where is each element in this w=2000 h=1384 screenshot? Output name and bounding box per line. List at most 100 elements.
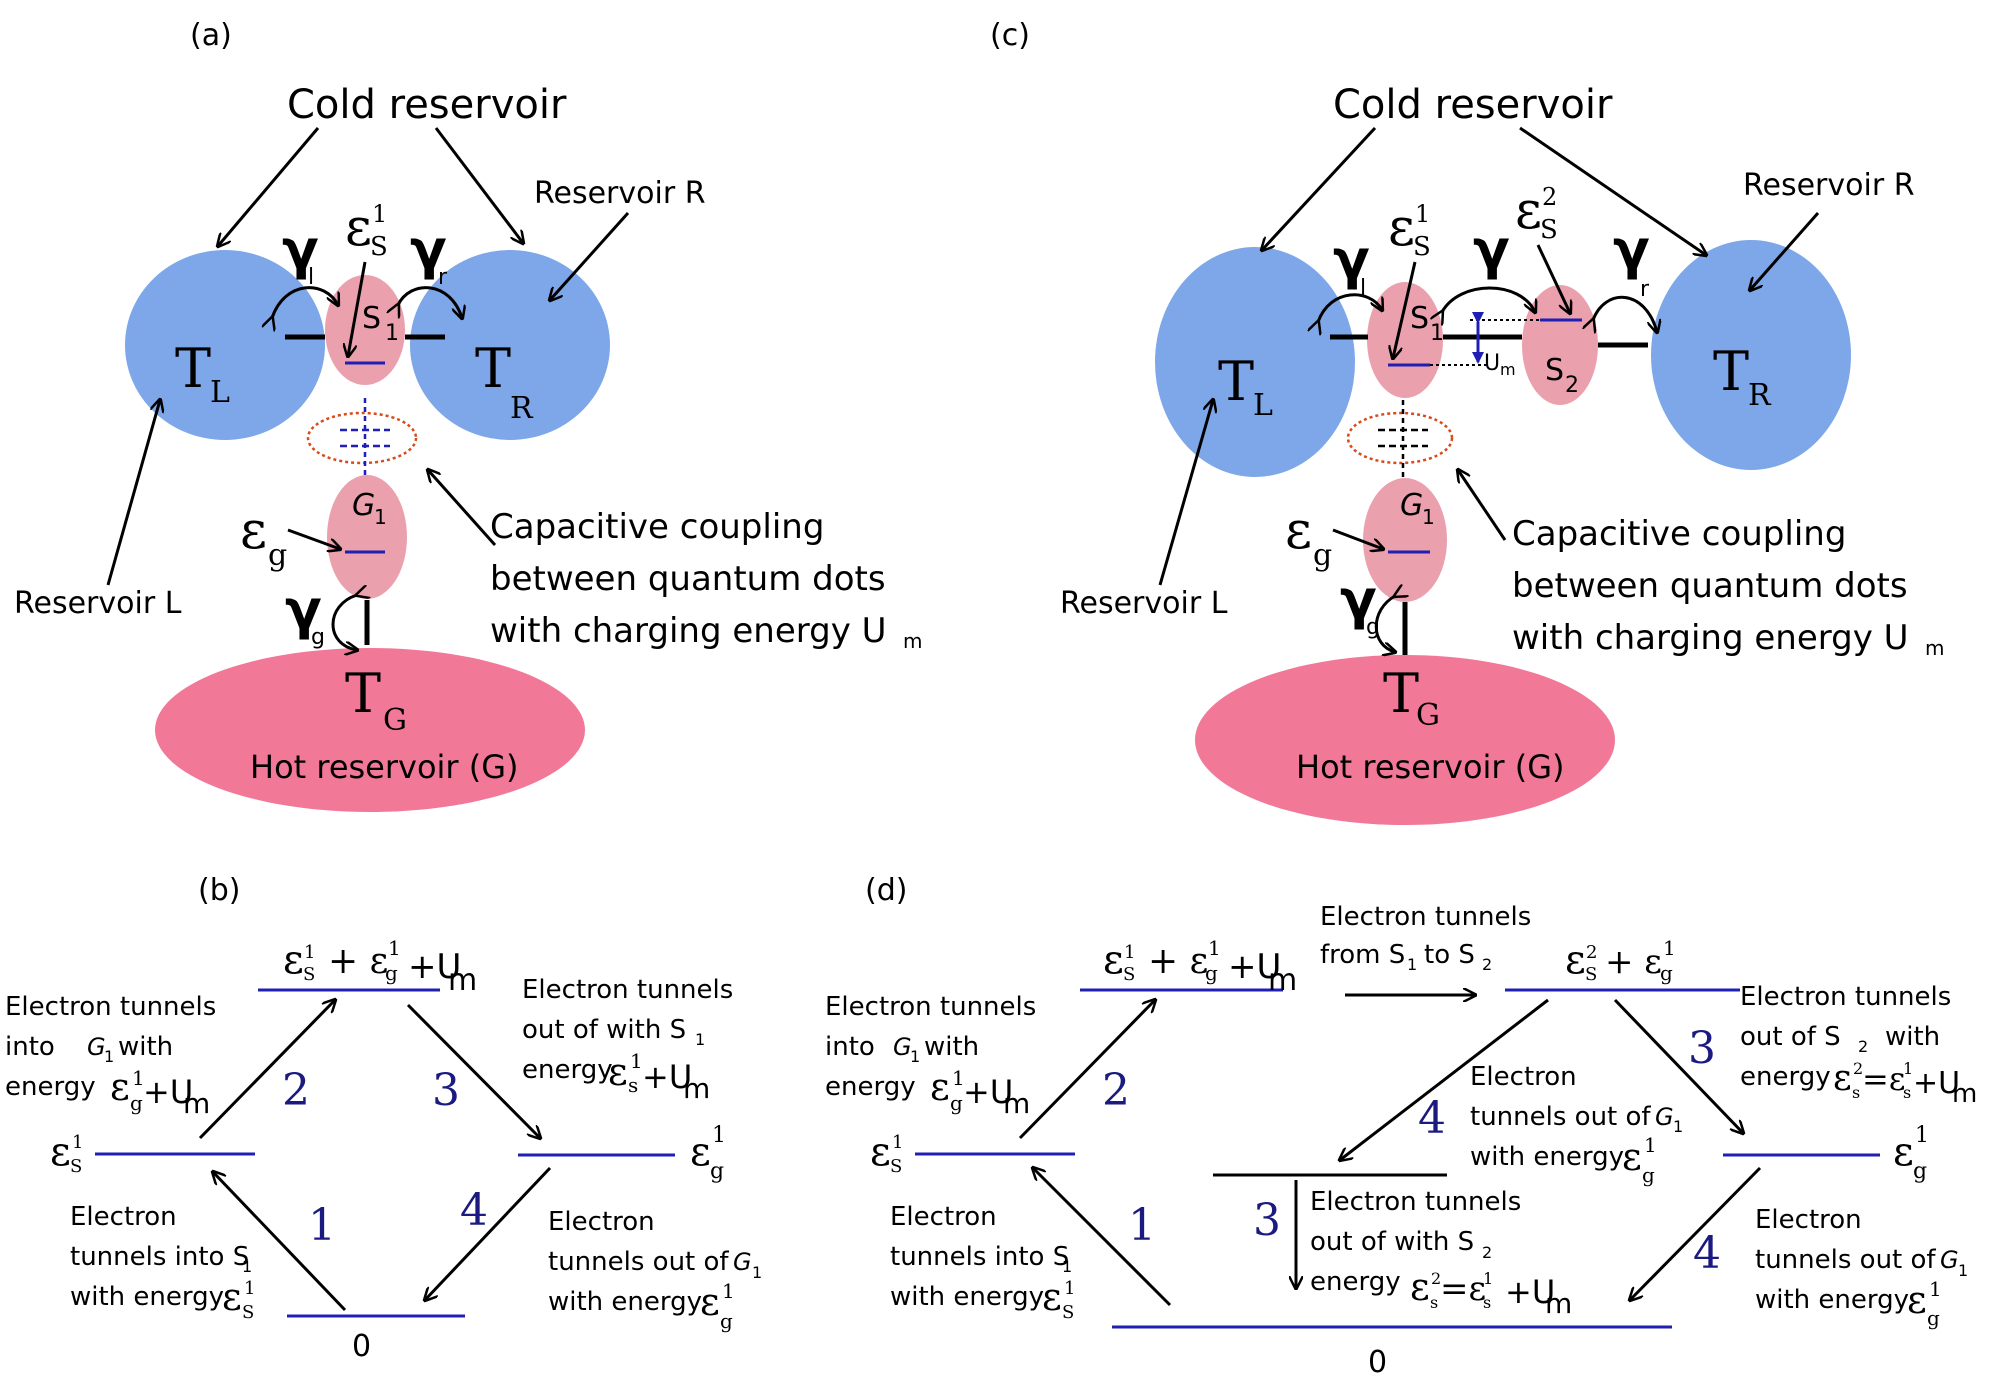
- t1-line3-b: with energy: [70, 1282, 224, 1312]
- gamma-l-sub: l: [308, 265, 314, 290]
- eps-g-arrow: [287, 528, 340, 549]
- arrow-3a-d: [1613, 998, 1743, 1133]
- t1-line2-d: tunnels into S: [890, 1242, 1069, 1272]
- panel-label-b: (b): [198, 873, 240, 908]
- right-level-eps-d: ε: [1893, 1129, 1914, 1175]
- s2-label-c: S: [1545, 353, 1564, 388]
- tr-label: T: [475, 337, 511, 400]
- step-4b-d: 4: [1693, 1228, 1721, 1279]
- t1-eq-sup-d: 1: [1064, 1278, 1075, 1299]
- panel-c: (c) U m Cold reservoir Reservoir R Reser…: [990, 18, 1944, 825]
- topright-g-d: g: [1660, 961, 1673, 985]
- tr4-line2s-d: 1: [1958, 1261, 1968, 1280]
- cold-arrow-l: [218, 127, 320, 246]
- tm4-line2s-d: 1: [1673, 1117, 1683, 1136]
- t4-line2s-b: 1: [752, 1263, 762, 1282]
- eps-s2-arrow-c: [1536, 244, 1570, 313]
- t2-eq-u-d: +U: [963, 1073, 1013, 1111]
- t3-line2-b: out of with S: [522, 1015, 686, 1045]
- eps-s2-sub-c: S: [1540, 215, 1558, 245]
- um-sub: m: [1500, 360, 1516, 379]
- coupling-ellipse: [306, 411, 418, 465]
- t1-eq-eps-d: ε: [1042, 1275, 1062, 1319]
- gamma-r-label: γ: [410, 218, 447, 281]
- t4-eq-eps-b: ε: [700, 1280, 720, 1324]
- coupling-ellipse-c: [1346, 411, 1454, 465]
- top-level-g1-d: 1: [1208, 936, 1221, 960]
- tm4-line3-d: with energy: [1470, 1142, 1624, 1172]
- top-level-s-d: S: [1123, 964, 1135, 985]
- gamma-g-label: γ: [285, 578, 322, 641]
- t3-line2s-b: 1: [695, 1030, 705, 1049]
- t1-line1-b: Electron: [70, 1202, 177, 1232]
- t2-eq-eps-d: ε: [930, 1065, 950, 1109]
- t2-line3-b: energy: [5, 1072, 96, 1102]
- reservoir-l-arrow: [106, 400, 160, 586]
- arrow-4b-d: [1630, 1166, 1762, 1300]
- tr3-line2-d: out of S: [1740, 1022, 1841, 1052]
- tg-sub-c: G: [1416, 698, 1440, 733]
- left-level-sub-b: S: [70, 1156, 82, 1177]
- right-level-sup-b: 1: [712, 1123, 726, 1148]
- t3-line3-b: energy: [522, 1055, 613, 1085]
- tm4-line2g-d: G: [1655, 1103, 1674, 1131]
- arrow-2-b: [198, 1000, 335, 1140]
- t1-eq-eps-b: ε: [222, 1275, 242, 1319]
- arrow-1-d: [1033, 1168, 1172, 1307]
- tb3-eq-sup2-d: 1: [1483, 1269, 1493, 1288]
- cold-arrow-l-c: [1262, 126, 1377, 250]
- step-4a-d: 4: [1418, 1093, 1446, 1144]
- capacitive-line3: with charging energy U: [490, 611, 887, 651]
- gamma-g-arc-c: [1374, 596, 1395, 652]
- t3-eq-sub-b: s: [628, 1073, 638, 1097]
- t2-line1-b: Electron tunnels: [5, 992, 216, 1022]
- t2-eq-sup-b: 1: [132, 1066, 145, 1090]
- tb3-line2s-d: 2: [1482, 1243, 1492, 1262]
- t1-line3-d: with energy: [890, 1282, 1044, 1312]
- capacitive-line1: Capacitive coupling: [490, 507, 824, 547]
- tm4-line1-d: Electron: [1470, 1062, 1577, 1092]
- reservoir-r-label: Reservoir R: [534, 176, 706, 211]
- t1-eq-sup-b: 1: [244, 1278, 255, 1299]
- tunnel-line2a-s-d: 1: [1407, 955, 1417, 974]
- top-level-eps-b: ε: [283, 937, 304, 983]
- top-level-um-sub-d: m: [1268, 963, 1297, 998]
- tr-sub: R: [510, 391, 534, 426]
- t4-line2g-b: G: [733, 1248, 752, 1276]
- reservoir-l-label-c: Reservoir L: [1060, 586, 1228, 621]
- capacitive-line2: between quantum dots: [490, 559, 886, 599]
- right-level-sub-d: g: [1913, 1159, 1927, 1184]
- t3-eq-u-b: +U: [642, 1058, 692, 1096]
- left-level-sup-b: 1: [72, 1132, 83, 1153]
- gamma-r-label-c: γ: [1613, 218, 1650, 281]
- topright-g1-d: 1: [1663, 936, 1676, 960]
- tunnel-line2b-s-d: 2: [1482, 955, 1492, 974]
- tl-sub-c: L: [1253, 388, 1273, 423]
- gamma-l-arc-c: [1318, 293, 1382, 322]
- eps-g-label-c: ε: [1285, 501, 1312, 561]
- step-3b-d: 3: [1253, 1195, 1281, 1246]
- arrow-2-d: [1018, 1000, 1155, 1140]
- hot-reservoir-label-c: Hot reservoir (G): [1296, 748, 1565, 786]
- reservoir-r-arrow: [550, 211, 630, 300]
- top-level-plus-b: + ε: [328, 941, 388, 982]
- t2-line2-gs-b: 1: [104, 1047, 114, 1066]
- tl-sub: L: [210, 375, 230, 410]
- t2-eq-eps-b: ε: [110, 1065, 130, 1109]
- gamma-g-label-c: γ: [1340, 568, 1377, 631]
- tr4-line2-d: tunnels out of: [1755, 1245, 1936, 1275]
- panel-b: (b) 1 2 3 4 ε S 1 + ε g 1 +U m ε S 1 ε g…: [5, 873, 762, 1364]
- tb3-eq-eps-d: ε: [1410, 1265, 1430, 1309]
- t2-line2-g-d: G: [893, 1033, 912, 1061]
- top-level-plus-d: + ε: [1148, 941, 1208, 982]
- step-2-b: 2: [282, 1065, 310, 1116]
- t2-line2-d: into: [825, 1032, 875, 1062]
- s1-label: S: [362, 301, 381, 336]
- t4-line1-b: Electron: [548, 1207, 655, 1237]
- step-3a-d: 3: [1688, 1023, 1716, 1074]
- step-4-b: 4: [460, 1185, 488, 1236]
- t4-line2-b: tunnels out of: [548, 1247, 729, 1277]
- eps-s1-arrow-c: [1393, 261, 1417, 358]
- t2-eq-sub-d: g: [950, 1091, 963, 1115]
- topright-plus-d: + ε: [1605, 942, 1662, 982]
